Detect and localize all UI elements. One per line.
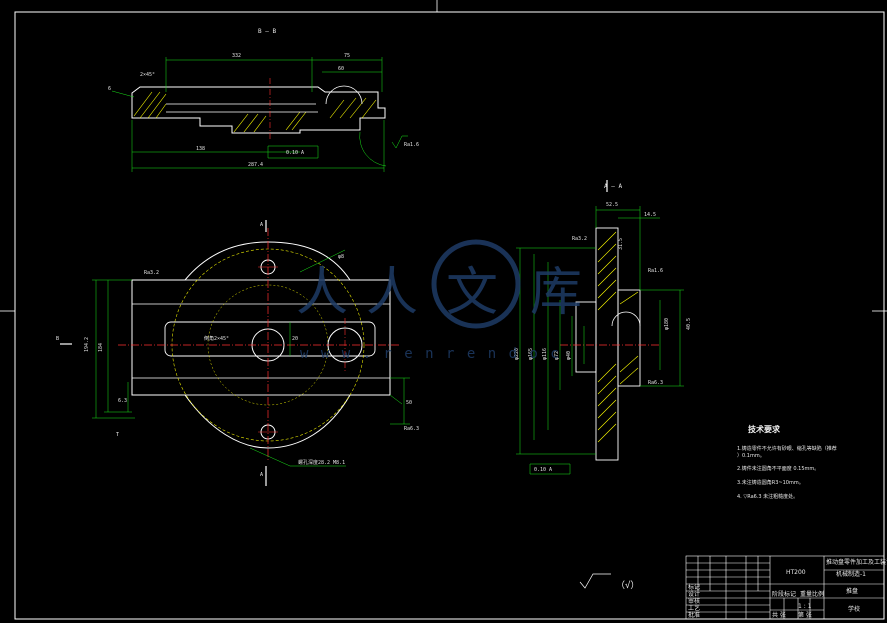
front-callout: 螺孔深度28.2 M8.1: [298, 459, 345, 466]
side-rough-2: Ra1.6: [648, 268, 663, 274]
side-rough-3: Ra6.3: [648, 380, 663, 386]
tech-requirements: 技术要求 1.铸造零件不允许有砂眼、缩孔等缺陷（推荐 ）0.1mm。 2.铸件未…: [737, 424, 837, 500]
front-dim-5: 50: [406, 400, 412, 406]
top-hatch: [133, 91, 377, 133]
front-marker-left: B: [56, 336, 59, 342]
side-dim-3: φ220: [514, 348, 520, 360]
front-dimensions: [92, 249, 410, 467]
side-boss: [575, 301, 597, 373]
title-block-designer: 设计: [688, 590, 700, 598]
title-block-checker: 审核: [688, 597, 700, 605]
title-block-craft: 工艺: [688, 604, 700, 612]
front-rough: Ra3.2: [144, 270, 159, 276]
top-leader: [111, 90, 135, 98]
title-block-title-2: 机械制造-1: [836, 570, 866, 578]
tech-line-3: 3.未注铸造圆角R3~10mm。: [737, 479, 804, 486]
title-block: [685, 555, 885, 620]
title-block-approve: 批准: [688, 611, 700, 619]
side-rough: Ra3.2: [572, 236, 587, 242]
side-hub: [617, 289, 641, 387]
side-dim-8: 40.5: [686, 318, 692, 330]
watermark-url: w w w . r e n r e n d o c: [300, 346, 561, 362]
title-block-ratio: 1 : 1: [798, 603, 812, 610]
front-hole: φ8: [338, 254, 344, 260]
front-dim-2: 184: [98, 343, 104, 352]
top-flatness: 0.10 A: [286, 150, 304, 156]
front-marker-top: A: [260, 222, 263, 228]
front-body: [131, 279, 391, 396]
tech-line-1b: ）0.1mm。: [737, 453, 765, 459]
tech-line-2: 2.铸件未注圆角不平面度 0.15mm。: [737, 465, 819, 472]
watermark-char-3: 文: [446, 263, 498, 323]
title-block-count: 共 张: [772, 611, 786, 619]
title-block-weight: 重量: [800, 590, 812, 598]
watermark-ring: [431, 239, 521, 329]
tech-line-1: 1.铸造零件不允许有砂眼、缩孔等缺陷（推荐: [737, 445, 837, 452]
tech-title: 技术要求: [748, 424, 781, 434]
side-dim-10: 31.5: [618, 238, 624, 250]
side-hatch: [597, 231, 639, 443]
front-rough-2: Ra6.3: [404, 426, 419, 432]
front-marker-t: T: [116, 432, 119, 438]
watermark-char-4: 库: [530, 263, 582, 323]
side-section-view: A — A: [514, 180, 692, 475]
side-dim-5: φ116: [542, 348, 548, 360]
side-dim-1: 52.5: [606, 202, 618, 208]
title-block-mark: 标记: [688, 583, 700, 591]
top-section-view: B — B 332 75: [108, 28, 419, 172]
top-dim-4: 138: [196, 146, 205, 152]
watermark-char-2: 人: [366, 263, 418, 323]
top-arc: [325, 85, 363, 105]
surface-mark-text: （√）: [616, 580, 639, 591]
watermark: 人 人 文 库 w w w . r e n r e n d o c: [296, 239, 582, 362]
title-block-title-1: 推动盘零件加工及工装设计: [826, 558, 887, 566]
top-rough: Ra1.6: [404, 142, 419, 148]
side-arc: [611, 311, 641, 327]
sheet-border: [14, 11, 885, 620]
top-dimensions: [131, 57, 387, 172]
top-note: 6: [108, 86, 111, 92]
front-view: 194.2 184 20 6.3 50 Ra3.2 Ra6.3 倒角2×45° …: [56, 220, 419, 486]
front-dim-4: 6.3: [118, 398, 127, 404]
section-top-label: B — B: [258, 28, 276, 35]
side-dim-9: φ180: [664, 318, 670, 330]
top-dim-3: 60: [338, 66, 344, 72]
title-block-sheet: 第 张: [798, 611, 812, 619]
top-rough-symbol: [391, 135, 408, 149]
title-block-code: HT200: [786, 569, 806, 576]
front-slot: [164, 321, 376, 357]
front-marker-bottom: A: [260, 472, 263, 478]
section-right-label: A — A: [604, 183, 622, 190]
surface-mark-symbol: [579, 573, 611, 589]
side-dimensions: [516, 206, 684, 475]
top-dim-angle: 2×45°: [140, 72, 155, 78]
front-dim-3: 20: [292, 336, 298, 342]
title-block-scale: 比例: [812, 590, 824, 598]
watermark-char-1: 人: [296, 263, 348, 323]
tech-line-4: 4. ▽Ra6.3 未注粗糙度处。: [737, 493, 798, 500]
title-block-school: 学校: [848, 605, 860, 613]
front-dim-1: 194.2: [84, 337, 90, 352]
side-dim-4: φ165: [528, 348, 534, 360]
front-chamfer: 倒角2×45°: [204, 335, 229, 342]
side-dim-6: φ72: [554, 351, 560, 360]
top-outline: [131, 86, 386, 134]
title-block-part: 推盘: [846, 587, 858, 595]
title-block-stage: 阶段标记: [772, 590, 796, 598]
side-dim-7: φ40: [566, 351, 572, 360]
top-dim-5: 287.4: [248, 162, 263, 168]
top-dim-2: 75: [344, 53, 350, 59]
top-dim-1: 332: [232, 53, 241, 59]
side-dim-2: 14.5: [644, 212, 656, 218]
side-flatness: 0.10 A: [534, 467, 552, 473]
